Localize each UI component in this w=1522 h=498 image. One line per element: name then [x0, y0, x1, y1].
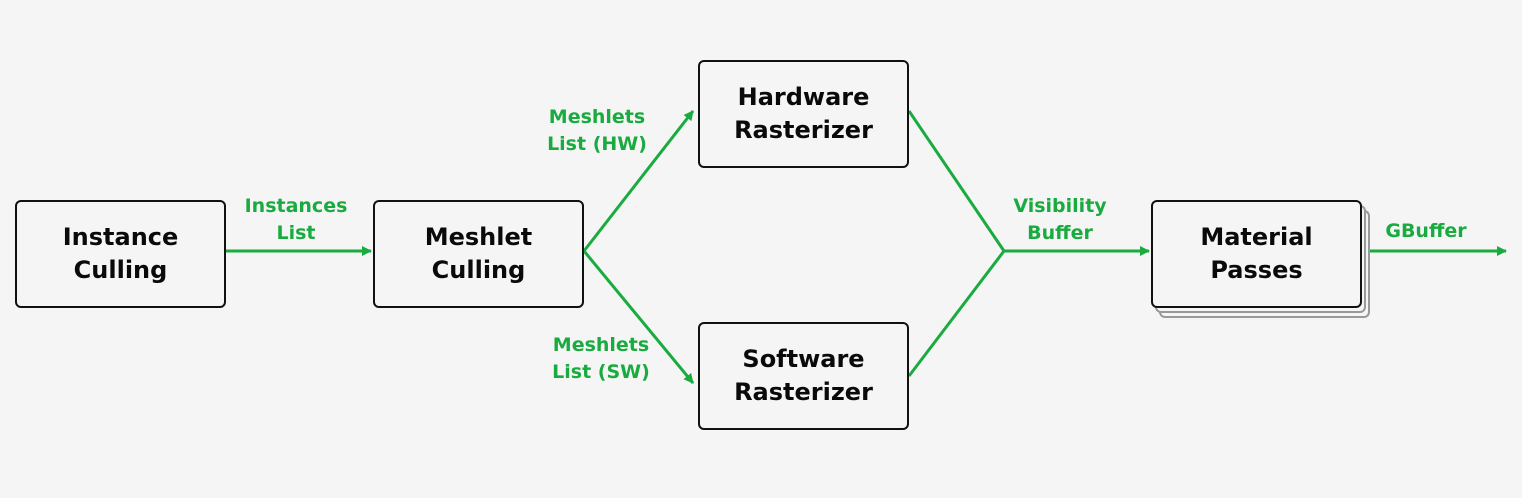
node-label-line1: Meshlet — [424, 223, 533, 251]
node-instance-culling: Instance Culling — [15, 200, 226, 308]
edge-label-line2: Buffer — [1027, 222, 1093, 244]
node-label-line1: Material — [1200, 223, 1313, 251]
edge-label-gbuffer: GBuffer — [1376, 218, 1476, 245]
edge-meshlet-to-sw — [582, 250, 695, 384]
node-label-line1: Instance — [62, 223, 179, 251]
edge-label-line2: List (HW) — [547, 133, 647, 155]
node-label-line2: Rasterizer — [734, 378, 873, 406]
edge-label-visibility-buffer: Visibility Buffer — [1000, 193, 1120, 247]
node-label-line2: Passes — [1210, 256, 1303, 284]
edge-label-meshlets-hw: Meshlets List (HW) — [536, 104, 658, 158]
edge-meshlet-to-hw — [582, 110, 695, 252]
edge-label-line1: Meshlets — [552, 334, 650, 356]
edge-label-line2: List — [276, 222, 316, 244]
node-meshlet-culling: Meshlet Culling — [373, 200, 584, 308]
node-material-passes: Material Passes — [1151, 200, 1362, 308]
edge-label-line1: GBuffer — [1385, 220, 1467, 242]
node-label-line1: Software — [742, 345, 865, 373]
node-label-line1: Hardware — [737, 83, 870, 111]
edge-label-line2: List (SW) — [552, 361, 650, 383]
node-software-rasterizer: Software Rasterizer — [698, 322, 909, 430]
edge-label-line1: Meshlets — [548, 106, 646, 128]
node-label-line2: Culling — [431, 256, 526, 284]
edge-label-line1: Visibility — [1013, 195, 1107, 217]
edge-label-meshlets-sw: Meshlets List (SW) — [540, 332, 662, 386]
node-label-line2: Culling — [73, 256, 168, 284]
edge-sw-to-merge — [907, 250, 1006, 377]
edge-hw-to-merge — [907, 110, 1006, 252]
edge-label-line1: Instances — [244, 195, 348, 217]
edge-label-instances-list: Instances List — [236, 193, 356, 247]
node-label-line2: Rasterizer — [734, 116, 873, 144]
node-hardware-rasterizer: Hardware Rasterizer — [698, 60, 909, 168]
